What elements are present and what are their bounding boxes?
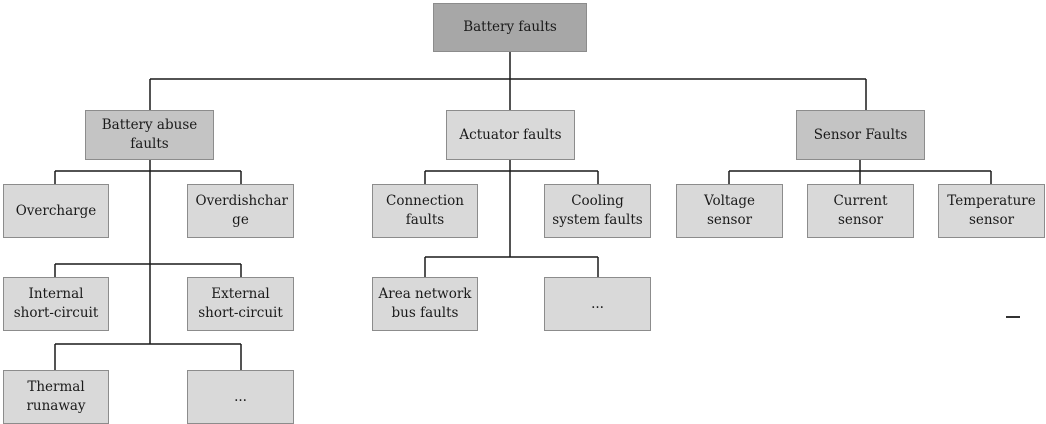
- node-label: External short-circuit: [198, 286, 283, 321]
- node-external-short-circuit: External short-circuit: [187, 277, 294, 331]
- node-battery-abuse-faults: Battery abuse faults: [85, 110, 214, 160]
- node-sensor-faults: Sensor Faults: [796, 110, 925, 160]
- node-voltage-sensor: Voltage sensor: [676, 184, 783, 238]
- node-label: Temperature sensor: [947, 193, 1036, 228]
- node-overdischarge: Overdishchar ge: [187, 184, 294, 238]
- dash-mark: [1006, 316, 1020, 318]
- node-label: Actuator faults: [459, 126, 562, 143]
- node-overcharge: Overcharge: [3, 184, 109, 238]
- node-actuator-more: ...: [544, 277, 651, 331]
- node-temperature-sensor: Temperature sensor: [938, 184, 1045, 238]
- node-actuator-faults: Actuator faults: [446, 110, 575, 160]
- node-label: Overcharge: [15, 202, 97, 219]
- node-label: Voltage sensor: [703, 193, 756, 228]
- node-label: Current sensor: [833, 193, 888, 228]
- node-label: Area network bus faults: [378, 286, 472, 321]
- node-label: Internal short-circuit: [13, 286, 99, 321]
- node-cooling-system-faults: Cooling system faults: [544, 184, 651, 238]
- node-label: Cooling system faults: [552, 193, 643, 228]
- node-area-network-bus-faults: Area network bus faults: [372, 277, 478, 331]
- node-abuse-more: ...: [187, 370, 294, 424]
- node-internal-short-circuit: Internal short-circuit: [3, 277, 109, 331]
- node-label: Connection faults: [386, 193, 464, 228]
- node-label: ...: [591, 295, 604, 312]
- node-label: ...: [234, 388, 247, 405]
- node-thermal-runaway: Thermal runaway: [3, 370, 109, 424]
- node-label: Sensor Faults: [813, 126, 908, 143]
- node-connection-faults: Connection faults: [372, 184, 478, 238]
- node-battery-faults: Battery faults: [433, 3, 587, 52]
- node-current-sensor: Current sensor: [807, 184, 914, 238]
- node-label: Overdishchar ge: [195, 193, 288, 228]
- node-label: Thermal runaway: [26, 379, 86, 414]
- node-label: Battery faults: [463, 19, 557, 35]
- node-label: Battery abuse faults: [101, 117, 198, 152]
